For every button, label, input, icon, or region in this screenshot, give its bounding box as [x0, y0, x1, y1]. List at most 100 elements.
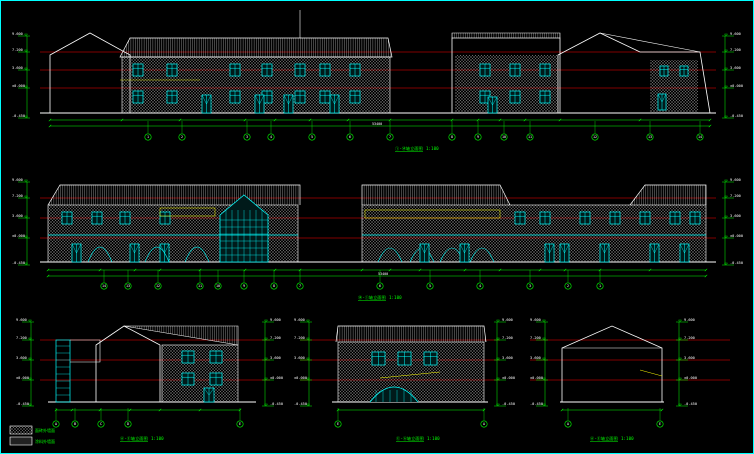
level-label: -0.450 [730, 261, 743, 265]
axis-label: 5 [311, 135, 313, 139]
arch [87, 246, 113, 263]
total-dim: 53400 [372, 122, 382, 126]
dimension-chain [54, 408, 242, 412]
level-label: -0.450 [270, 402, 283, 406]
legend-label: 面砖外墙面 [35, 427, 55, 433]
level-label: 9.600 [684, 318, 695, 322]
axis-label: 8 [451, 135, 453, 139]
axis-label: 4 [270, 135, 272, 139]
door [679, 243, 690, 263]
window [539, 90, 551, 104]
view-scale: 1:100 [621, 436, 634, 441]
level-label: 7.200 [270, 336, 281, 340]
arch [469, 247, 495, 263]
axis-label: 13 [648, 135, 652, 139]
level-label: -0.450 [730, 114, 743, 118]
facade-hatch [161, 344, 239, 403]
level-label: 3.600 [270, 356, 281, 360]
level-label: ±0.000 [684, 376, 697, 380]
roof [451, 32, 561, 38]
roof [124, 325, 239, 345]
axis-label: 6 [379, 284, 381, 288]
window [659, 65, 669, 77]
level-label: 3.600 [730, 66, 741, 70]
level-label: 9.600 [294, 318, 305, 322]
window [166, 90, 178, 104]
window [166, 63, 178, 77]
arch [377, 247, 403, 263]
level-label: 3.600 [16, 356, 27, 360]
level-label: ±0.000 [730, 234, 743, 238]
axis-bubble [196, 282, 204, 290]
level-label: 3.600 [730, 214, 741, 218]
window [132, 90, 144, 104]
level-label: 9.600 [16, 318, 27, 322]
axis-bubble [386, 133, 394, 141]
level-label: 3.600 [12, 214, 23, 218]
axis-bubble [646, 133, 654, 141]
axis-bubble [178, 133, 186, 141]
view-scale: 1:100 [151, 436, 164, 441]
roof [361, 184, 511, 206]
dimension-chain [560, 408, 664, 412]
axis-label: E [337, 422, 339, 426]
level-label: -0.450 [16, 402, 29, 406]
axis-label: 11 [528, 135, 532, 139]
elevation-view-2: 9.6007.2003.600±0.000-0.4509.6007.2003.6… [12, 178, 743, 301]
axis-label: D [127, 422, 129, 426]
axis-label: 2 [181, 135, 183, 139]
axis-label: 9 [243, 284, 245, 288]
door [201, 94, 212, 114]
dimension-chain [46, 268, 708, 272]
axis-bubble [144, 133, 152, 141]
axis-bubble [426, 282, 434, 290]
axis-label: 3 [529, 284, 531, 288]
window [181, 372, 195, 386]
axis-label: A [55, 422, 57, 426]
roof [335, 325, 487, 343]
axis-label: 11 [198, 284, 202, 288]
axis-bubble [474, 133, 482, 141]
dimension-chain [48, 124, 712, 128]
axis-label: 7 [389, 135, 391, 139]
axis-label: C [100, 422, 102, 426]
window [319, 90, 331, 104]
level-label: ±0.000 [270, 376, 283, 380]
axis-bubble [52, 420, 60, 428]
level-label: 7.200 [684, 336, 695, 340]
axis-bubble [214, 282, 222, 290]
window [539, 63, 551, 77]
door [487, 96, 498, 114]
window [349, 90, 361, 104]
window [579, 211, 591, 225]
window [349, 63, 361, 77]
window [539, 211, 551, 225]
axis-label: 1 [147, 135, 149, 139]
window [294, 90, 306, 104]
elevation-view-1: 9.6007.2003.600±0.000-0.4509.6007.2003.6… [12, 10, 743, 152]
window [132, 63, 144, 77]
axis-label: 4 [479, 284, 481, 288]
axis-label: E [659, 422, 661, 426]
legend-item: 涂料外墙面 [9, 436, 55, 446]
level-label: 9.600 [730, 178, 741, 182]
window [61, 211, 73, 225]
axis-bubble [236, 420, 244, 428]
legend-item: 面砖外墙面 [9, 425, 55, 435]
axis-label: 10 [502, 135, 506, 139]
window [423, 351, 438, 366]
roof [119, 37, 393, 58]
axis-label: 13 [126, 284, 130, 288]
axis-bubble [448, 133, 456, 141]
view-title: ①-⑭轴立面图 [395, 145, 423, 152]
window [159, 211, 171, 225]
